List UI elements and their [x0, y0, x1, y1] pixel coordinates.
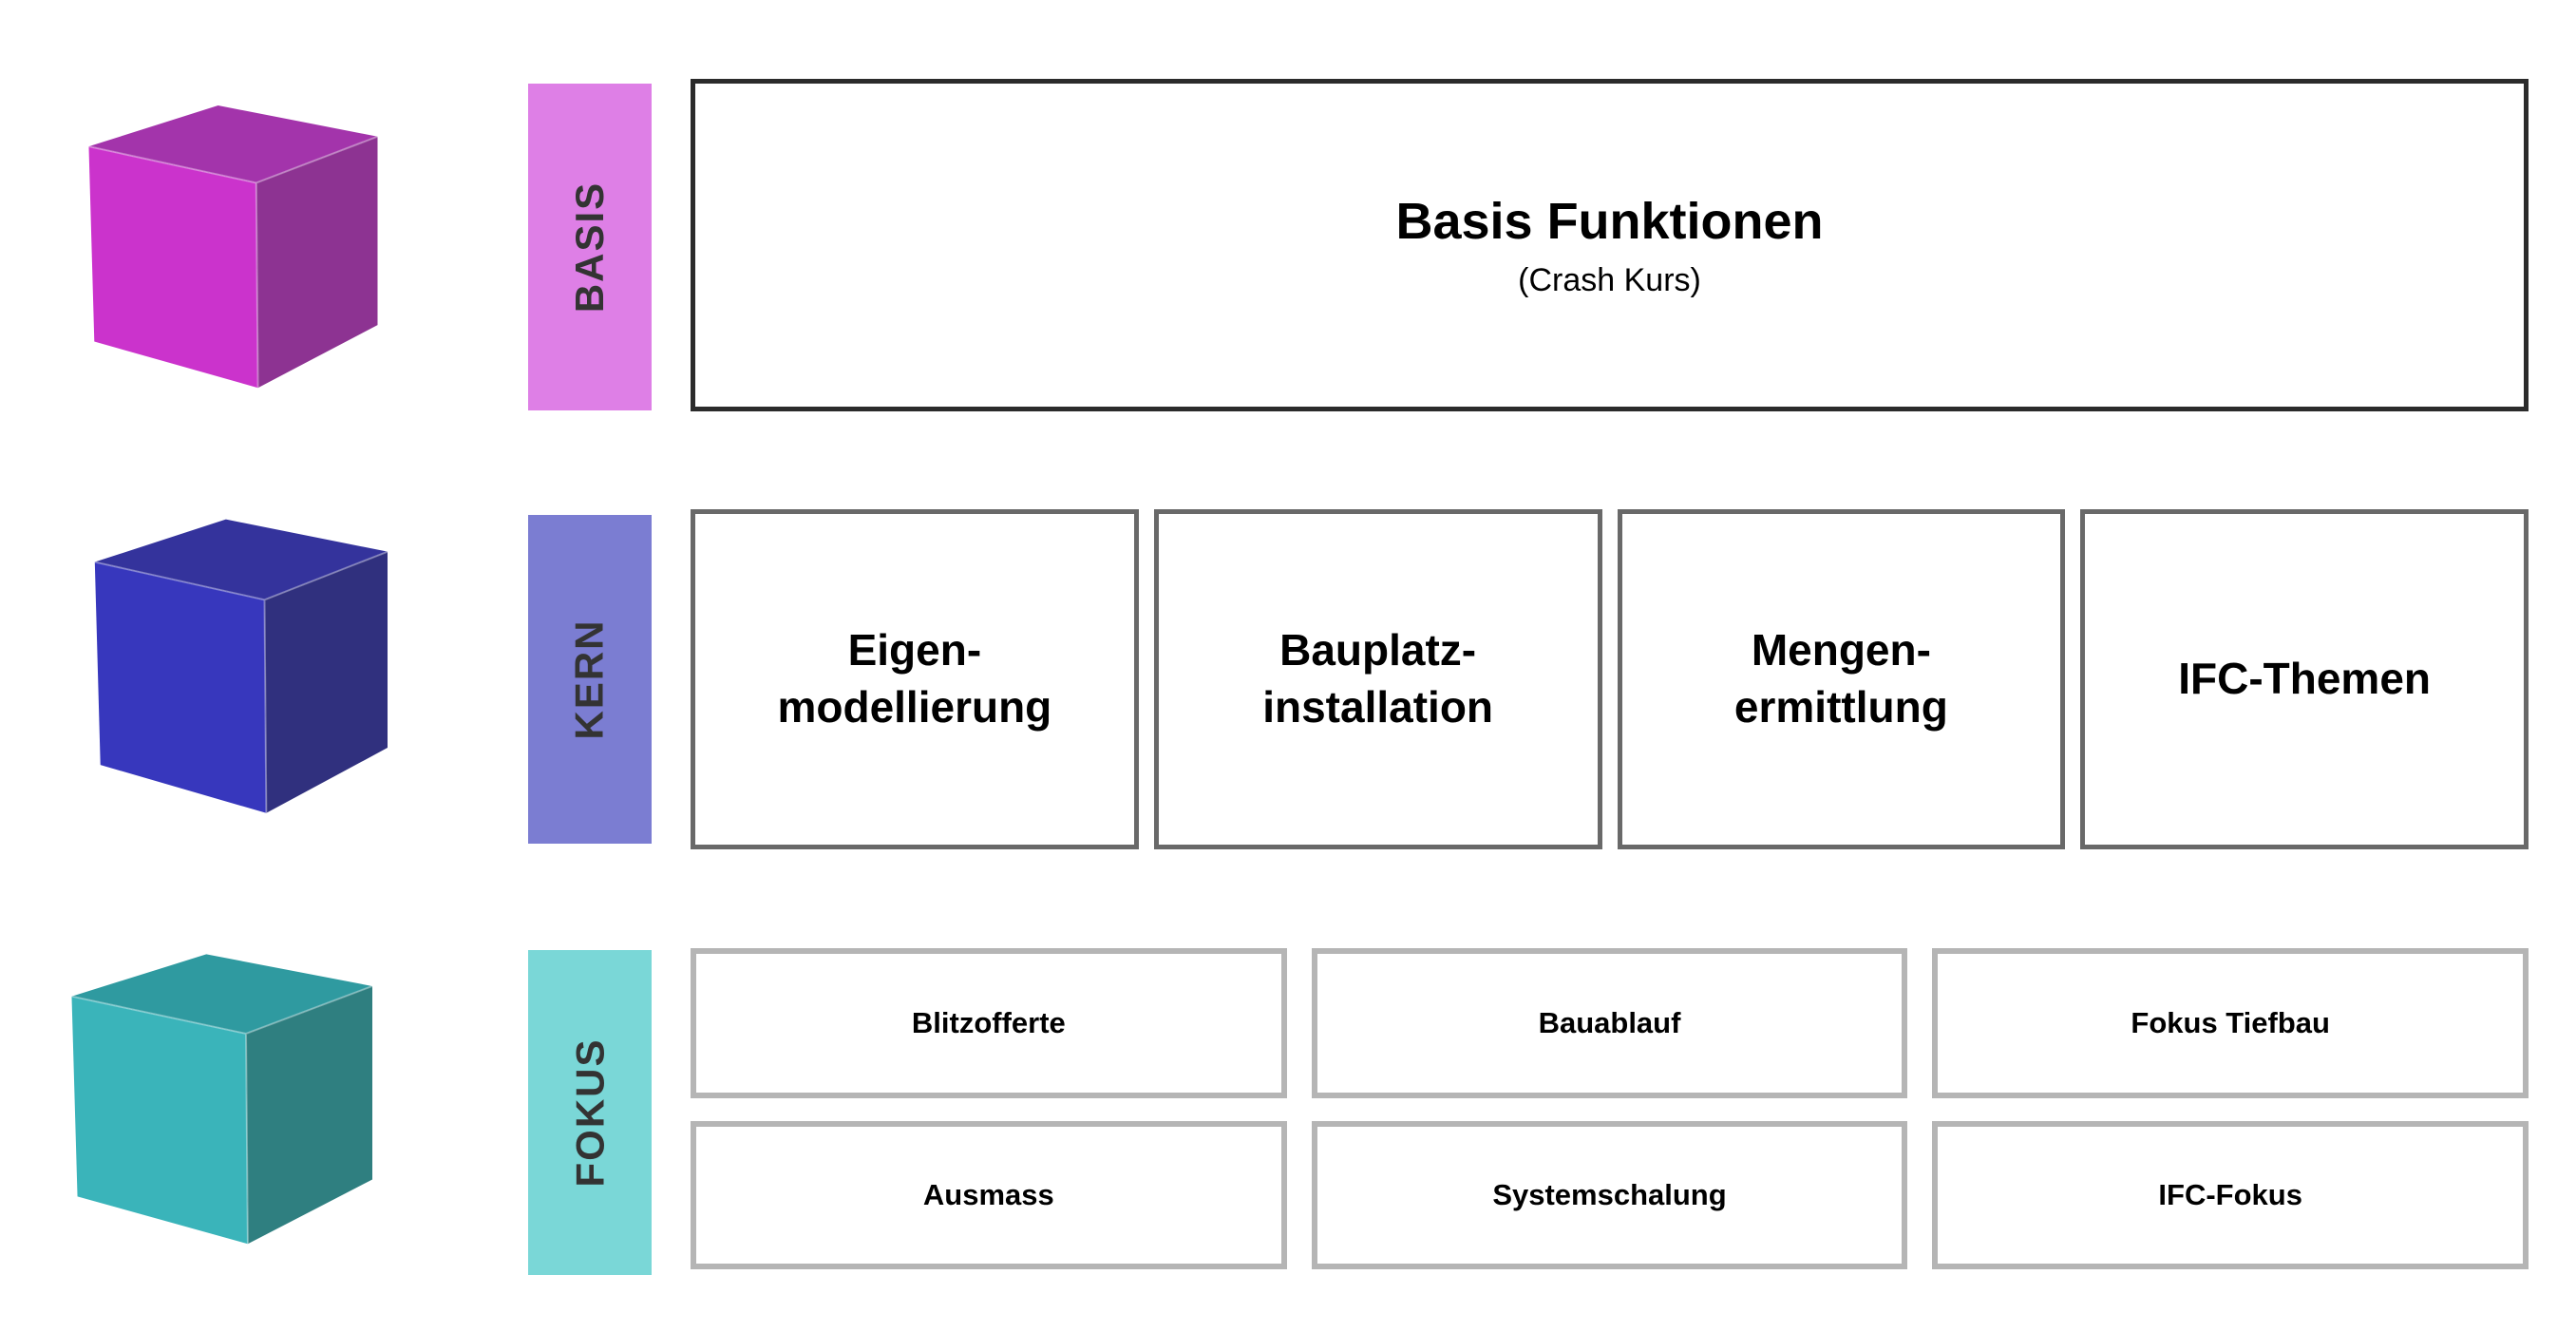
fokus-tier-bar: FOKUS	[528, 950, 652, 1275]
cube-top-face	[88, 105, 378, 183]
cube-front-face	[94, 561, 267, 813]
cube-top-face	[71, 954, 373, 1034]
kern-box-ifc-themen: IFC-Themen	[2080, 509, 2529, 849]
fokus-cube-icon	[47, 939, 408, 1278]
basis-course-subtitle: (Crash Kurs)	[1518, 261, 1701, 298]
fokus-box-blitzofferte: Blitzofferte	[691, 948, 1287, 1098]
fokus-box-label: Bauablauf	[1538, 1006, 1681, 1039]
fokus-box-bauablauf: Bauablauf	[1311, 948, 1908, 1098]
kern-box-label: Eigen- modellierung	[777, 625, 1052, 732]
kern-tier-label: KERN	[566, 618, 612, 740]
kern-tier-bar: KERN	[528, 515, 652, 844]
cube-right-face	[264, 551, 388, 813]
cube-front-face	[71, 996, 248, 1245]
fokus-box-ifc-fokus: IFC-Fokus	[1932, 1121, 2529, 1269]
fokus-box-ausmass: Ausmass	[691, 1121, 1287, 1269]
fokus-box-fokus-tiefbau: Fokus Tiefbau	[1932, 948, 2529, 1098]
cube-top-face	[94, 519, 388, 600]
kern-box-bauplatzinstallation: Bauplatz- installation	[1153, 509, 1602, 849]
cube-edge-highlight	[88, 137, 377, 388]
fokus-tier-label: FOKUS	[567, 1037, 612, 1188]
kern-box-eigenmodellierung: Eigen- modellierung	[691, 509, 1139, 849]
fokus-box-label: IFC-Fokus	[2158, 1178, 2302, 1211]
kern-cube-icon	[71, 504, 423, 847]
kern-box-mengenermittlung: Mengen- ermittlung	[1617, 509, 2066, 849]
basis-cube-icon	[66, 90, 412, 421]
fokus-box-systemschalung: Systemschalung	[1311, 1121, 1908, 1269]
fokus-box-label: Ausmass	[922, 1178, 1054, 1211]
kern-box-label: IFC-Themen	[2178, 654, 2432, 704]
cube-edge-highlight	[95, 552, 388, 813]
basis-course-title: Basis Funktionen	[1395, 192, 1824, 250]
basis-tier-label: BASIS	[567, 181, 613, 314]
cube-right-face	[256, 136, 378, 389]
kern-box-label: Mengen- ermittlung	[1733, 625, 1948, 732]
cube-front-face	[88, 146, 258, 389]
fokus-box-label: Systemschalung	[1492, 1178, 1727, 1211]
kern-box-label: Bauplatz- installation	[1262, 625, 1494, 732]
cube-right-face	[246, 985, 372, 1245]
fokus-box-label: Fokus Tiefbau	[2131, 1006, 2330, 1039]
basis-course-box: Basis Funktionen (Crash Kurs)	[691, 79, 2529, 411]
cube-edge-highlight	[71, 986, 372, 1244]
basis-tier-bar: BASIS	[528, 84, 652, 410]
fokus-box-label: Blitzofferte	[911, 1006, 1066, 1039]
